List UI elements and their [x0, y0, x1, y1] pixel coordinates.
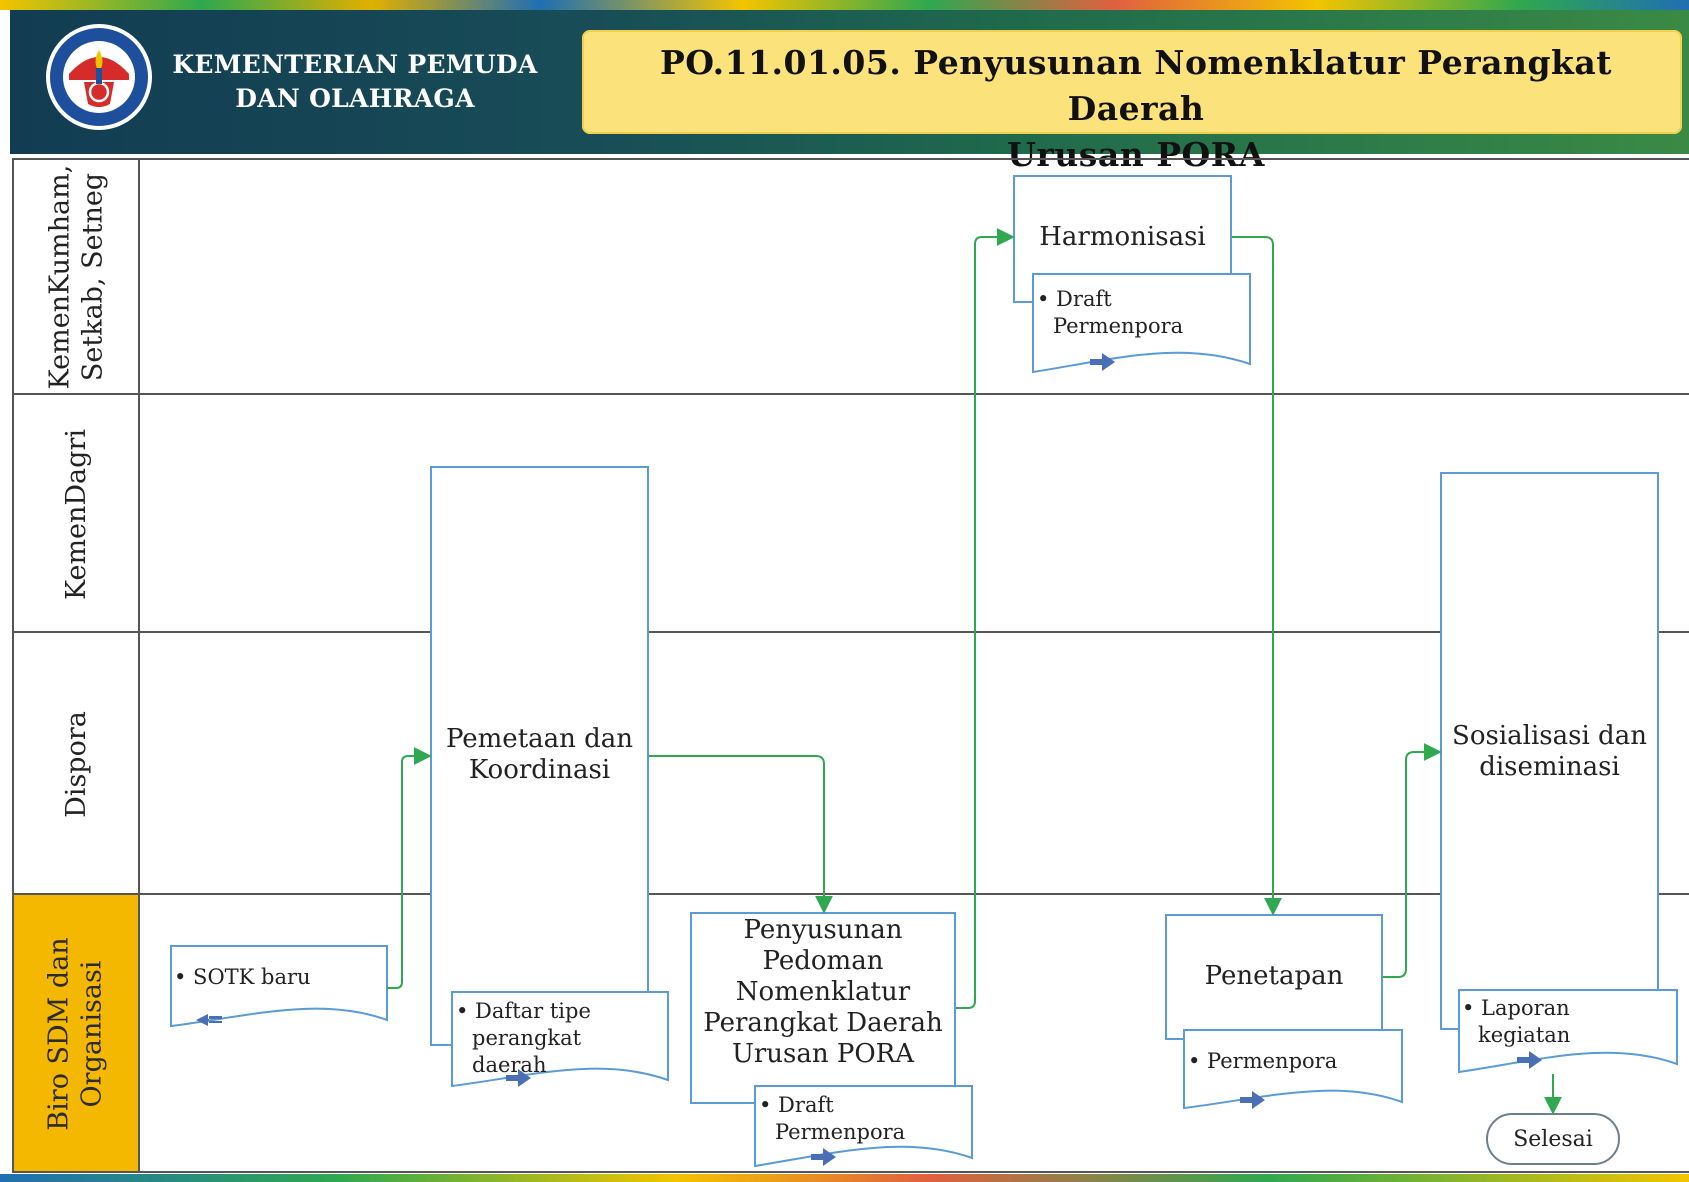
- connector-harmonisasi-to-penetapan: [1232, 236, 1282, 916]
- title-line1: PO.11.01.05. Penyusunan Nomenklatur Pera…: [659, 43, 1613, 128]
- arrow-left-icon: [196, 1014, 222, 1026]
- doc-text-sotk: • SOTK baru: [174, 964, 384, 991]
- document-line: daerah: [472, 1053, 547, 1077]
- bottom-color-stripe: [0, 1174, 1689, 1182]
- process-text-pemetaan: Pemetaan dan Koordinasi: [432, 724, 647, 786]
- process-line: Sosialisasi dan: [1452, 721, 1647, 751]
- process-penetapan: [1165, 914, 1383, 1040]
- connector-pemetaan-to-penyusunan: [649, 755, 833, 914]
- page-title: PO.11.01.05. Penyusunan Nomenklatur Pera…: [590, 40, 1682, 178]
- arrow-right-icon: [1517, 1051, 1542, 1069]
- arrow-right-icon: [1240, 1091, 1265, 1109]
- arrow-right-icon: [811, 1148, 836, 1166]
- doc-text-draft-2: • Draft Permenpora: [1037, 286, 1245, 340]
- document-draft-permenpora-2: [1032, 273, 1251, 374]
- process-line: diseminasi: [1479, 752, 1620, 782]
- process-text-penetapan: Penetapan: [1167, 961, 1381, 992]
- org-name-line1: KEMENTERIAN PEMUDA: [172, 50, 538, 79]
- process-line: Urusan PORA: [731, 1039, 915, 1069]
- document-line: Permenpora: [1053, 314, 1184, 338]
- title-line2: Urusan PORA: [1007, 135, 1265, 174]
- document-line: perangkat: [472, 1026, 582, 1050]
- lane-label-highlight: [12, 894, 138, 1172]
- doc-text-permenpora: • Permenpora: [1188, 1048, 1396, 1075]
- arrow-right-icon: [1090, 353, 1115, 371]
- document-line: • Laporan: [1462, 996, 1570, 1020]
- process-line: Penyusunan: [743, 915, 903, 945]
- process-text-harmonisasi: Harmonisasi: [1015, 222, 1230, 253]
- document-line: • Draft: [759, 1093, 834, 1117]
- document-line: • Daftar tipe: [456, 999, 591, 1023]
- org-name-line2: DAN OLAHRAGA: [235, 84, 475, 113]
- connector-penetapan-to-sosialisasi: [1383, 743, 1442, 978]
- title-box: [582, 30, 1682, 134]
- process-line: Koordinasi: [468, 755, 611, 785]
- process-line: Penetapan: [1204, 961, 1344, 991]
- process-line: Nomenklatur: [735, 977, 911, 1007]
- organization-name: KEMENTERIAN PEMUDA DAN OLAHRAGA: [170, 48, 540, 116]
- document-line: kegiatan: [1478, 1023, 1571, 1047]
- process-line: Perangkat Daerah: [703, 1008, 943, 1038]
- document-laporan-kegiatan: [1458, 989, 1678, 1074]
- process-line: Pemetaan dan: [445, 724, 634, 754]
- document-line: • Draft: [1037, 287, 1112, 311]
- document-permenpora: [1183, 1029, 1403, 1110]
- process-text-sosialisasi: Sosialisasi dan diseminasi: [1442, 721, 1657, 783]
- process-line: Harmonisasi: [1039, 222, 1206, 252]
- connector-penyusunan-to-harmonisasi: [956, 228, 1015, 1009]
- swimlane-pool: [12, 158, 1689, 1173]
- document-line: • Permenpora: [1188, 1049, 1338, 1073]
- connector-sotk-to-pemetaan: [387, 747, 432, 989]
- kemenpora-logo-icon: [46, 24, 152, 130]
- process-sosialisasi: [1440, 472, 1659, 1030]
- document-line: • SOTK baru: [174, 965, 311, 989]
- terminator-selesai: Selesai: [1486, 1113, 1620, 1165]
- process-line: Pedoman: [762, 946, 884, 976]
- document-sotk-baru: [170, 945, 388, 1028]
- doc-text-draft-1: • Draft Permenpora: [759, 1092, 967, 1146]
- document-line: Permenpora: [775, 1120, 906, 1144]
- top-color-stripe: [0, 0, 1689, 10]
- process-text-penyusunan: Penyusunan Pedoman Nomenklatur Perangkat…: [692, 915, 954, 1070]
- doc-text-daftar: • Daftar tipe perangkat daerah: [456, 998, 664, 1079]
- doc-text-laporan: • Laporan kegiatan: [1462, 995, 1672, 1049]
- document-daftar-tipe: [451, 991, 669, 1088]
- arrow-right-icon: [506, 1069, 531, 1087]
- document-draft-permenpora-1: [754, 1085, 973, 1168]
